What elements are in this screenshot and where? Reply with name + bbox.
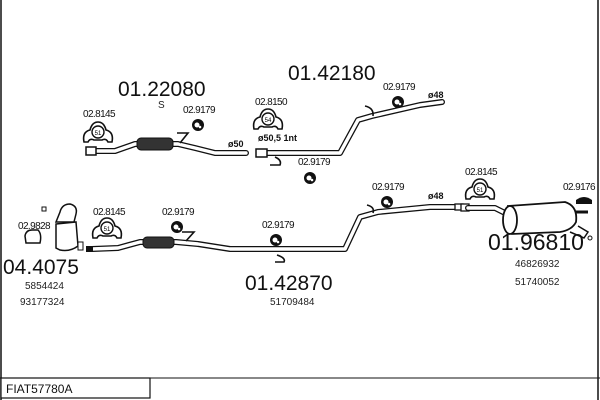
- hanger-9179-f-label: 02.9179: [372, 182, 405, 193]
- middle-pipe-b-number: 01.42870: [245, 272, 333, 295]
- catalyst-oe-2: 93177324: [20, 297, 65, 308]
- gasket-icon: [24, 229, 42, 244]
- rear-muffler[interactable]: [460, 201, 593, 241]
- hanger-9176-label: 02.9176: [563, 182, 596, 193]
- rear-muffler-oe-2: 51740052: [515, 277, 560, 288]
- front-pipe-diameter: ø50: [228, 139, 244, 149]
- middle-pipe-b-diameter-out: ø48: [428, 191, 444, 201]
- hanger-strip-icon[interactable]: [576, 197, 592, 204]
- hanger-9179-b-label: 02.9179: [383, 82, 416, 93]
- rubber-hanger-icon[interactable]: [270, 234, 282, 246]
- rubber-hanger-icon[interactable]: [192, 119, 204, 131]
- catalyst-number: 04.4075: [3, 256, 79, 279]
- hanger-9179-c-label: 02.9179: [298, 157, 331, 168]
- clamp-size-51: 51: [104, 227, 111, 233]
- clamp-8145-c-label: 02.8145: [465, 167, 498, 178]
- title-box: [0, 377, 151, 399]
- rubber-hanger-icon[interactable]: [392, 96, 404, 108]
- gasket-9828-label: 02.9828: [18, 221, 51, 232]
- middle-pipe-b-oe: 51709484: [270, 297, 315, 308]
- clamp-size-51: 51: [477, 188, 484, 194]
- title-box-label: FIAT57780A: [6, 382, 72, 396]
- hanger-9179-e-label: 02.9179: [262, 220, 295, 231]
- front-pipe[interactable]: [85, 132, 249, 156]
- catalyst[interactable]: [41, 203, 93, 252]
- rear-muffler-number: 01.96810: [488, 229, 584, 255]
- hanger-9179-d-label: 02.9179: [162, 207, 195, 218]
- middle-pipe-b[interactable]: [89, 203, 464, 263]
- front-pipe-number: 01.22080: [118, 78, 206, 101]
- clamp-8150-label: 02.8150: [255, 97, 288, 108]
- rubber-hanger-icon[interactable]: [171, 221, 183, 233]
- middle-pipe-a-number: 01.42180: [288, 62, 376, 85]
- middle-pipe-a[interactable]: [255, 99, 445, 166]
- middle-pipe-a-diameter-out: ø48: [428, 90, 444, 100]
- hanger-9179-a-label: 02.9179: [183, 105, 216, 116]
- catalyst-oe-1: 5854424: [25, 281, 64, 292]
- clamp-size-54: 54: [265, 118, 272, 124]
- clamp-size-51: 51: [95, 131, 102, 137]
- middle-pipe-a-diameter-in: ø50,5 1nt: [258, 133, 297, 143]
- clamp-8145-b-label: 02.8145: [93, 207, 126, 218]
- front-pipe-note: S: [158, 100, 165, 111]
- rubber-hanger-icon[interactable]: [304, 172, 316, 184]
- rubber-hanger-icon[interactable]: [381, 196, 393, 208]
- rear-muffler-oe-1: 46826932: [515, 259, 560, 270]
- clamp-8145-a-label: 02.8145: [83, 109, 116, 120]
